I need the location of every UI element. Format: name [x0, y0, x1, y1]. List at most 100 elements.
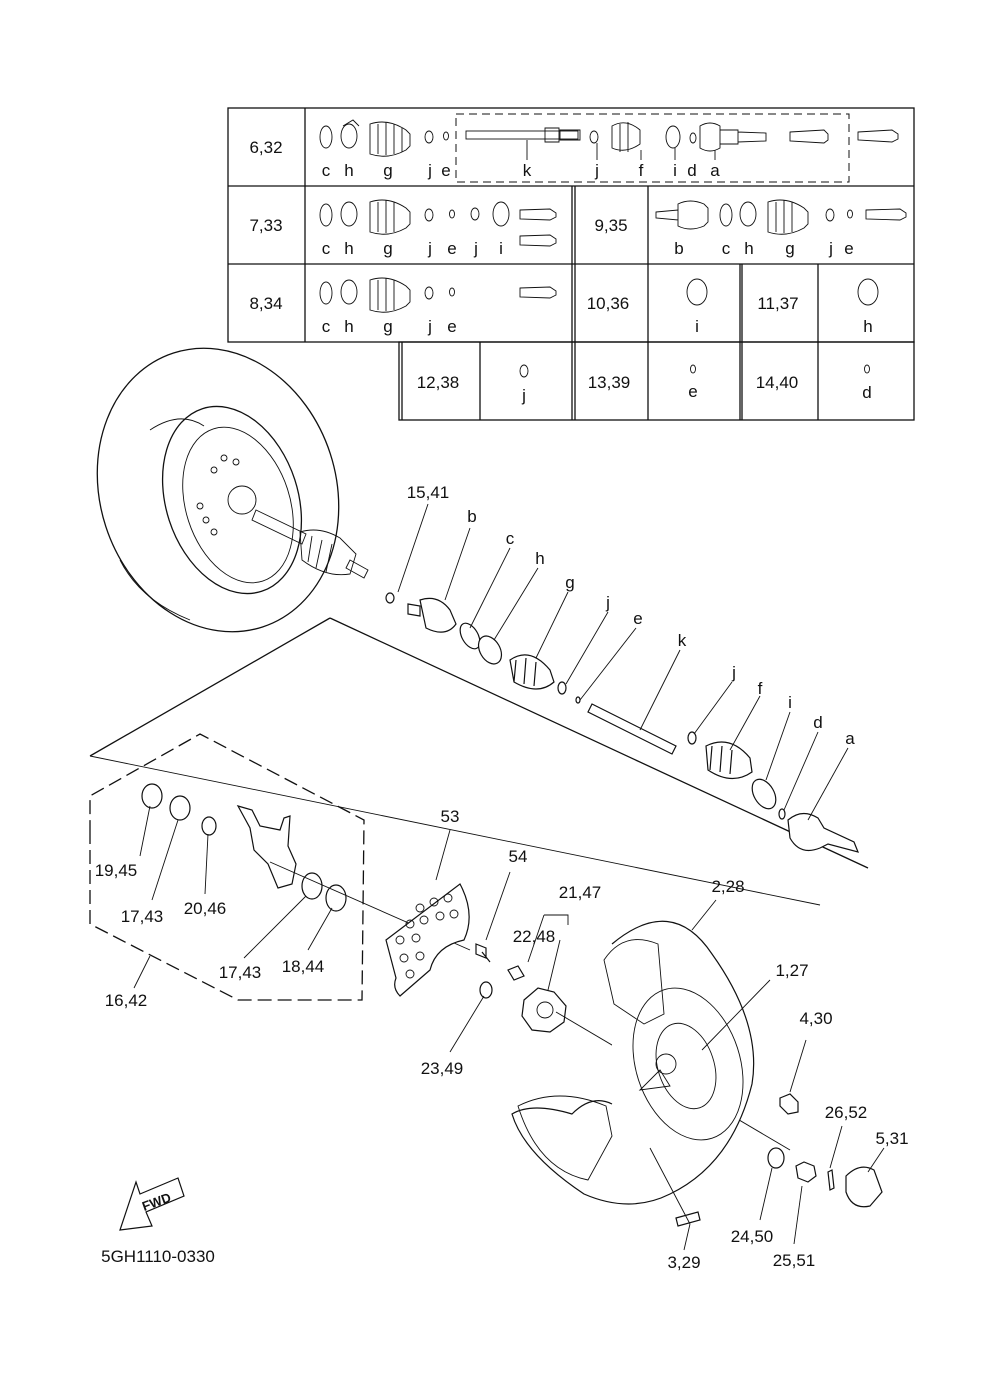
hub-21-47 — [521, 987, 567, 1033]
circlip-j-2 — [687, 731, 697, 745]
cap-5-31 — [845, 1166, 883, 1208]
svg-text:g: g — [383, 317, 392, 336]
callout-24-50: 24,50 — [731, 1227, 774, 1246]
svg-text:i: i — [673, 161, 677, 180]
callout-18-44: 18,44 — [282, 957, 325, 976]
callout-h: h — [535, 549, 544, 568]
svg-text:k: k — [523, 161, 532, 180]
svg-text:d: d — [687, 161, 696, 180]
disc-holes — [395, 893, 459, 979]
callout-17-43-a: 17,43 — [121, 907, 164, 926]
circlip-j-icon — [519, 364, 529, 378]
svg-text:g: g — [383, 161, 392, 180]
leader-1-27 — [701, 979, 771, 1051]
svg-text:e: e — [447, 317, 456, 336]
kit-ref-9-35: 9,35 — [594, 216, 627, 235]
ring-d — [778, 808, 786, 820]
svg-text:c: c — [322, 317, 331, 336]
callout-4-30: 4,30 — [799, 1009, 832, 1028]
svg-text:e: e — [447, 239, 456, 258]
table-border-lower — [398, 341, 915, 421]
svg-text:c: c — [322, 239, 331, 258]
svg-text:h: h — [344, 161, 353, 180]
svg-text:h: h — [863, 317, 872, 336]
lower-wheel-assembly — [511, 899, 771, 1205]
seal-19-45 — [141, 783, 163, 809]
callout-d: d — [813, 713, 822, 732]
bolt-3-29 — [675, 1211, 701, 1227]
callout-25-51: 25,51 — [773, 1251, 816, 1270]
bolt-22-48 — [507, 965, 525, 981]
callout-c: c — [506, 529, 515, 548]
svg-text:c: c — [722, 239, 731, 258]
svg-text:j: j — [427, 161, 432, 180]
kit-table: 6,32 c h g j e k j f i — [227, 107, 915, 421]
kit-row-1-letters: c h g j e k j f i d a — [322, 161, 721, 180]
circlip-15-41 — [385, 592, 395, 604]
svg-text:j: j — [594, 161, 599, 180]
knuckle-dashed-box — [89, 733, 365, 1001]
callout-e: e — [633, 609, 642, 628]
rim-1-27 — [632, 987, 744, 1141]
band-i — [751, 778, 777, 810]
kit-row-3a-letters: c h g j e — [322, 317, 457, 336]
circlip-j — [557, 681, 567, 695]
svg-text:f: f — [639, 161, 644, 180]
callout-b: b — [467, 507, 476, 526]
kit-ref-13-39: 13,39 — [588, 373, 631, 392]
kit-row-3a-parts — [319, 277, 557, 313]
bearing-17-43 — [169, 795, 191, 821]
bearing-17-43-b — [301, 872, 323, 900]
svg-text:e: e — [844, 239, 853, 258]
ring-d-icon — [864, 364, 870, 374]
svg-text:b: b — [674, 239, 683, 258]
nut-25-51 — [795, 1161, 817, 1183]
svg-text:j: j — [473, 239, 478, 258]
callout-k: k — [678, 631, 687, 650]
fwd-arrow-icon: FWD — [119, 1177, 185, 1231]
bolt-54 — [475, 943, 491, 963]
collar-20-46 — [201, 816, 217, 836]
callout-54: 54 — [509, 847, 528, 866]
brake-disc-53 — [385, 829, 470, 997]
ring-e-icon — [690, 364, 696, 374]
kit-row-1-parts — [319, 119, 899, 157]
joint-a — [787, 812, 860, 853]
kit-row-2a-parts — [319, 199, 557, 247]
shaft-kit-dashed-box — [455, 113, 850, 183]
callout-26-52: 26,52 — [825, 1103, 868, 1122]
callout-g: g — [565, 573, 574, 592]
svg-text:g: g — [785, 239, 794, 258]
callout-2-28: 2,28 — [711, 877, 744, 896]
callout-15-41: 15,41 — [407, 483, 450, 502]
svg-text:j: j — [427, 239, 432, 258]
oring-23-49 — [479, 981, 493, 999]
svg-text:j: j — [828, 239, 833, 258]
boundary-line — [329, 617, 869, 869]
callout-a: a — [845, 729, 855, 748]
svg-text:i: i — [695, 317, 699, 336]
kit-row-2a-letters: c h g j e j i — [322, 239, 503, 258]
shaft-k — [587, 703, 677, 755]
callout-i: i — [788, 693, 792, 712]
svg-text:j: j — [427, 317, 432, 336]
callout-22-48: 22,48 — [513, 927, 556, 946]
clamp-i-icon — [686, 278, 708, 306]
steering-knuckle — [236, 805, 297, 889]
upper-wheel-assembly — [96, 347, 369, 633]
callout-f: f — [758, 679, 763, 698]
callout-labels: 15,41 b c h g j e k j f i d a 53 54 21,4… — [95, 483, 909, 1272]
callout-23-49: 23,49 — [421, 1059, 464, 1078]
svg-text:h: h — [744, 239, 753, 258]
driveshaft-exploded — [89, 503, 869, 906]
boot-g — [509, 654, 555, 690]
svg-text:e: e — [688, 382, 697, 401]
kit-ref-8-34: 8,34 — [249, 294, 282, 313]
cotter-pin-26-52 — [827, 1169, 835, 1191]
callout-j2: j — [731, 663, 736, 682]
joint-b — [407, 597, 457, 633]
callout-1-27: 1,27 — [775, 961, 808, 980]
svg-text:a: a — [710, 161, 720, 180]
